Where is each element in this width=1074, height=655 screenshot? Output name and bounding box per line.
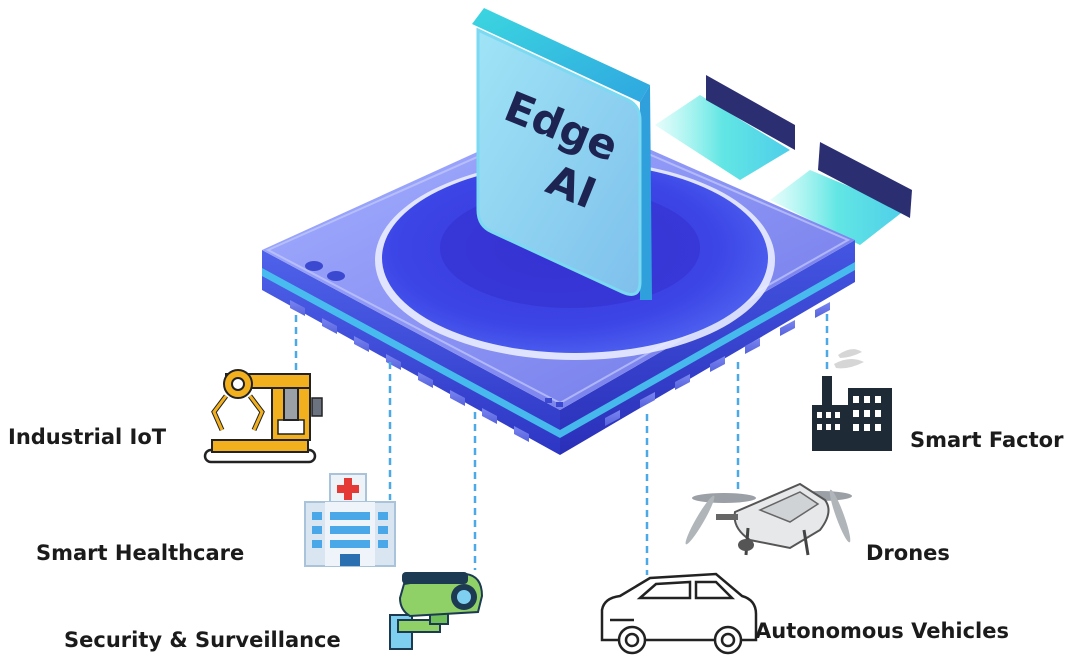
chip-pins — [290, 300, 830, 442]
label-security-surveillance: Security & Surveillance — [64, 628, 341, 652]
label-smart-factory: Smart Factor — [910, 428, 1064, 452]
label-smart-healthcare: Smart Healthcare — [36, 541, 245, 565]
label-industrial-iot: Industrial IoT — [8, 425, 167, 449]
factory-icon — [812, 349, 892, 451]
cctv-camera-icon — [389, 572, 484, 650]
label-drones: Drones — [866, 541, 950, 565]
edge-ai-card: Edge AI — [472, 8, 652, 300]
robot-arm-icon — [203, 369, 323, 464]
hospital-icon — [304, 473, 396, 567]
drone-icon — [685, 482, 852, 556]
car-icon — [600, 572, 758, 655]
connectors — [294, 314, 829, 575]
data-beams — [655, 75, 912, 245]
label-autonomous-vehicles: Autonomous Vehicles — [755, 619, 1009, 643]
